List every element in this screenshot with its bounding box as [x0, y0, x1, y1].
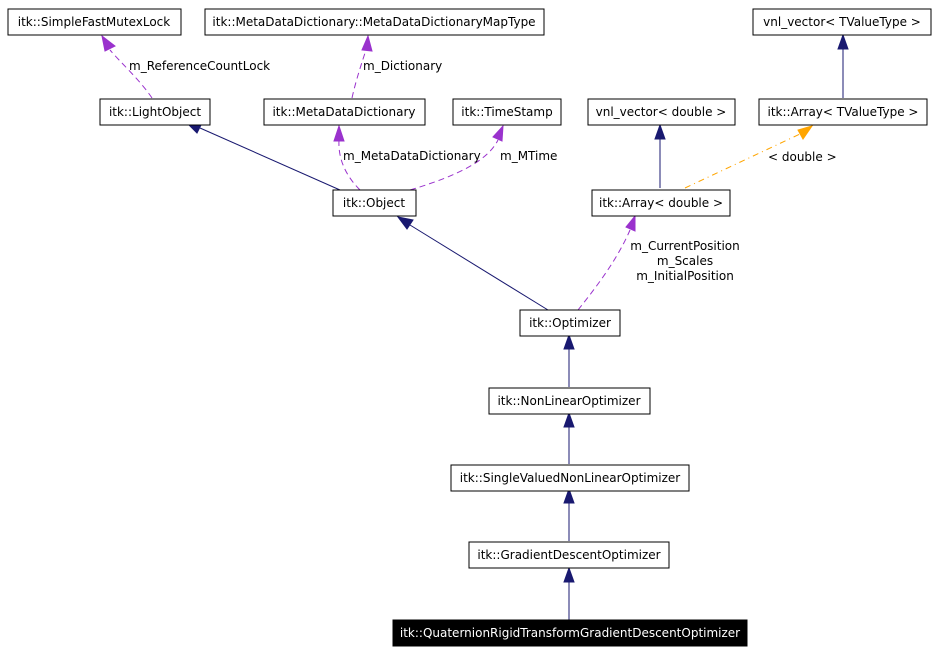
node-metadata-dictionary-label: itk::MetaDataDictionary — [272, 105, 415, 119]
edge-metadata-dictionary — [338, 139, 361, 191]
edge-mtime — [409, 139, 499, 191]
edge-metadata-dictionary-arrow — [333, 124, 345, 142]
node-simple-fast-mutex-lock[interactable]: itk::SimpleFastMutexLock — [7, 8, 182, 36]
label-dictionary: m_Dictionary — [363, 59, 442, 73]
node-metadata-dictionary[interactable]: itk::MetaDataDictionary — [263, 98, 426, 126]
node-optimizer[interactable]: itk::Optimizer — [519, 309, 621, 337]
node-time-stamp-label: itk::TimeStamp — [461, 105, 552, 119]
node-metadata-dictionary-map-type-label: itk::MetaDataDictionary::MetaDataDiction… — [212, 15, 535, 29]
label-double-template: < double > — [768, 150, 837, 164]
edge-double-template-arrow — [797, 125, 814, 140]
node-vnl-vector-tvaluetype[interactable]: vnl_vector< TValueType > — [752, 8, 932, 36]
label-current-position: m_CurrentPosition — [630, 239, 739, 253]
node-vnl-vector-double-label: vnl_vector< double > — [596, 105, 727, 119]
node-light-object-label: itk::LightObject — [109, 105, 201, 119]
edge-nonlinear-optimizer-arrow — [563, 333, 575, 350]
label-initial-position: m_InitialPosition — [636, 269, 734, 283]
edge-optimizer-object — [409, 224, 549, 311]
label-metadata-dictionary: m_MetaDataDictionary — [343, 149, 481, 163]
node-metadata-dictionary-map-type[interactable]: itk::MetaDataDictionary::MetaDataDiction… — [204, 8, 545, 36]
node-object-label: itk::Object — [343, 196, 405, 210]
node-vnl-vector-tvaluetype-label: vnl_vector< TValueType > — [763, 15, 921, 29]
edge-dictionary — [351, 49, 367, 99]
edge-reference-count-lock-arrow — [101, 34, 116, 52]
node-simple-fast-mutex-lock-label: itk::SimpleFastMutexLock — [18, 15, 171, 29]
node-array-tvaluetype-label: itk::Array< TValueType > — [768, 105, 919, 119]
node-quaternion-optimizer[interactable]: itk::QuaternionRigidTransformGradientDes… — [392, 619, 748, 647]
label-reference-count-lock: m_ReferenceCountLock — [129, 59, 270, 73]
node-nonlinear-optimizer[interactable]: itk::NonLinearOptimizer — [488, 387, 651, 415]
node-light-object[interactable]: itk::LightObject — [99, 98, 211, 126]
edge-singlevalued-nonlinear-arrow — [563, 411, 575, 428]
node-optimizer-label: itk::Optimizer — [529, 316, 611, 330]
node-vnl-vector-double[interactable]: vnl_vector< double > — [587, 98, 736, 126]
node-single-valued-nonlinear-optimizer-label: itk::SingleValuedNonLinearOptimizer — [460, 471, 681, 485]
label-scales: m_Scales — [657, 254, 713, 268]
label-mtime: m_MTime — [500, 149, 557, 163]
edge-double-template — [684, 133, 801, 189]
edge-array-tvalue-vnl-arrow — [837, 33, 849, 50]
node-array-tvaluetype[interactable]: itk::Array< TValueType > — [758, 98, 928, 126]
edge-array-double-vnl-arrow — [654, 123, 666, 140]
edge-dictionary-arrow — [361, 34, 373, 52]
node-single-valued-nonlinear-optimizer[interactable]: itk::SingleValuedNonLinearOptimizer — [450, 464, 690, 492]
node-object[interactable]: itk::Object — [332, 189, 417, 217]
node-time-stamp[interactable]: itk::TimeStamp — [452, 98, 562, 126]
node-array-double[interactable]: itk::Array< double > — [591, 189, 731, 217]
node-gradient-descent-optimizer[interactable]: itk::GradientDescentOptimizer — [468, 541, 670, 569]
node-quaternion-optimizer-label: itk::QuaternionRigidTransformGradientDes… — [400, 626, 740, 640]
node-nonlinear-optimizer-label: itk::NonLinearOptimizer — [497, 394, 640, 408]
edge-optimizer-array — [577, 229, 631, 311]
edge-optimizer-object-arrow — [396, 216, 414, 230]
edge-reference-count-lock — [109, 49, 153, 99]
edge-object-lightobject — [199, 127, 341, 191]
edge-quaternion-gradient-arrow — [563, 566, 575, 583]
node-array-double-label: itk::Array< double > — [599, 196, 723, 210]
edge-mtime-arrow — [492, 124, 504, 142]
edge-optimizer-array-arrow — [625, 214, 636, 232]
edge-gradient-singlevalued-arrow — [563, 487, 575, 504]
node-gradient-descent-optimizer-label: itk::GradientDescentOptimizer — [477, 548, 660, 562]
